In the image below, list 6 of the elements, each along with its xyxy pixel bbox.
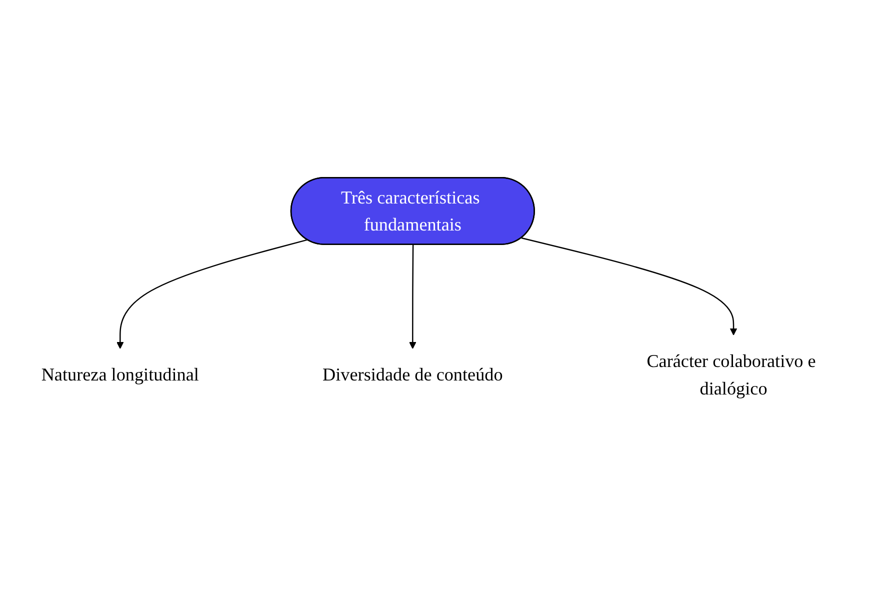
arrow: [116, 239, 308, 350]
node-text: Carácter colaborativo e dialógico: [646, 350, 816, 399]
arrow: [409, 244, 416, 350]
node-text: Natureza longitudinal: [41, 364, 199, 385]
node-text: Diversidade de conteúdo: [322, 364, 503, 385]
arrow: [521, 238, 738, 336]
